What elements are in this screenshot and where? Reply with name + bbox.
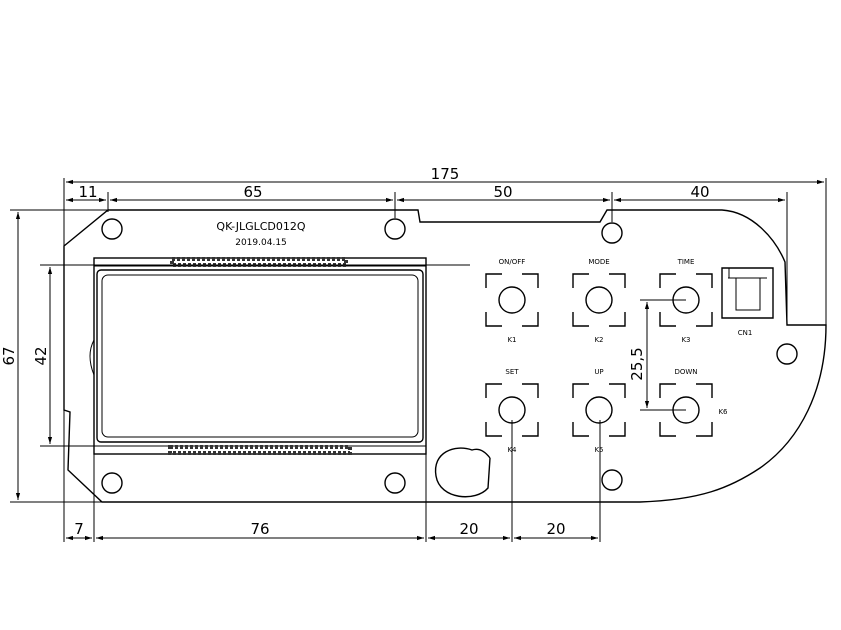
dim-total-width: 175 [431, 165, 460, 183]
button-k2[interactable]: MODE K2 [572, 258, 626, 344]
button-footprint [485, 273, 539, 327]
button-label: UP [594, 368, 603, 376]
button-ref: K2 [594, 336, 603, 344]
dim-bottom-20-right: 20 [546, 520, 565, 538]
button-label: TIME [677, 258, 695, 266]
mounting-hole [601, 222, 623, 244]
extension-lines [10, 178, 827, 542]
lcd-bottom-pins [168, 445, 352, 455]
mounting-hole [384, 472, 406, 494]
dim-top-40: 40 [690, 183, 709, 201]
button-ref: K1 [507, 336, 516, 344]
button-footprint [659, 273, 713, 327]
lcd-top-pins [170, 257, 348, 267]
button-footprint [572, 383, 626, 437]
button-k3[interactable]: TIME K3 [659, 258, 713, 344]
button-cap[interactable] [585, 396, 613, 424]
battery-holder [434, 447, 491, 498]
mounting-hole [101, 472, 123, 494]
dim-button-pitch: 25,5 [628, 347, 646, 380]
button-cap[interactable] [498, 396, 526, 424]
button-cap[interactable] [585, 286, 613, 314]
mounting-hole [101, 218, 123, 240]
lcd-module [89, 257, 427, 455]
board-outline [63, 209, 827, 503]
button-footprint [485, 383, 539, 437]
dim-top-65: 65 [243, 183, 262, 201]
button-label: ON/OFF [499, 258, 526, 266]
mounting-hole [601, 469, 623, 491]
button-k1[interactable]: ON/OFF K1 [485, 258, 539, 344]
dim-bottom-20-left: 20 [459, 520, 478, 538]
button-label: SET [505, 368, 519, 376]
connector-label: CN1 [738, 329, 753, 337]
button-label: DOWN [674, 368, 697, 376]
button-label: MODE [588, 258, 609, 266]
connector-cn1: CN1 [721, 267, 774, 337]
button-footprint [572, 273, 626, 327]
board-date-text: 2019.04.15 [235, 238, 287, 248]
button-footprint [659, 383, 713, 437]
button-ref: K6 [718, 408, 728, 416]
button-k5[interactable]: UP K5 [572, 368, 626, 454]
board-model-text: QK-JLGLCD012Q [216, 220, 305, 233]
dim-lcd-42: 42 [32, 346, 50, 365]
dim-top-50: 50 [493, 183, 512, 201]
button-k6[interactable]: DOWN K6 [659, 368, 728, 437]
dim-top-11: 11 [78, 183, 97, 201]
dimension-lines [15, 179, 824, 541]
mounting-hole [776, 343, 798, 365]
dim-bottom-7: 7 [74, 520, 84, 538]
mounting-hole [384, 218, 406, 240]
button-ref: K3 [681, 336, 690, 344]
dim-bottom-76: 76 [250, 520, 269, 538]
dim-height-67: 67 [0, 346, 18, 365]
button-ref: K5 [594, 446, 603, 454]
button-cap[interactable] [498, 286, 526, 314]
